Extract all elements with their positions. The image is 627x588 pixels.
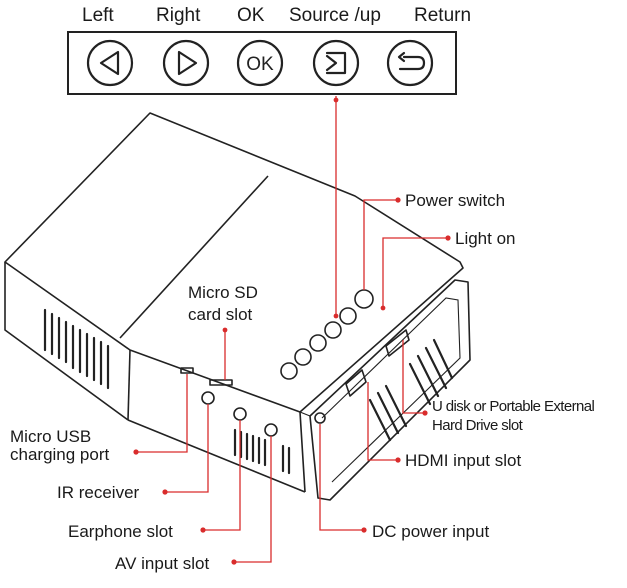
source-button[interactable]	[312, 39, 360, 87]
label-right: Right	[156, 5, 201, 26]
power-button	[354, 289, 374, 309]
label-source-up: Source /up	[289, 5, 381, 26]
front-vents	[233, 428, 291, 475]
top-surface	[4, 112, 464, 413]
lens-face	[309, 279, 471, 501]
label-micro-sd-2: card slot	[188, 305, 253, 324]
label-micro-sd-1: Micro SD	[188, 283, 258, 302]
ok-button[interactable]: OK	[236, 39, 284, 87]
lid-divider	[119, 175, 269, 339]
top-control-buttons	[280, 289, 374, 380]
usb-port	[385, 329, 410, 357]
callout-labels: Power switch Light on Micro SD card slot…	[10, 191, 595, 573]
right-triangle-icon	[177, 50, 198, 76]
corner-join	[299, 411, 311, 417]
lens-vents	[368, 338, 454, 442]
label-hdmi: HDMI input slot	[405, 451, 521, 470]
left-vents	[43, 308, 110, 390]
micro-sd-port	[209, 379, 233, 386]
right-button[interactable]	[162, 39, 210, 87]
return-button[interactable]	[386, 39, 434, 87]
label-return: Return	[414, 5, 471, 26]
left-side	[4, 262, 129, 421]
lens-face-inner	[321, 297, 461, 483]
label-u-disk-1: U disk or Portable External	[432, 398, 594, 415]
left-triangle-icon	[99, 50, 120, 76]
return-icon	[397, 51, 426, 71]
label-ir-receiver: IR receiver	[57, 483, 140, 502]
label-earphone: Earphone slot	[68, 522, 173, 541]
ok-icon: OK	[246, 54, 274, 75]
av-jack	[264, 423, 278, 437]
label-micro-usb-2: charging port	[10, 445, 110, 464]
ir-window	[201, 391, 215, 405]
label-dc-power: DC power input	[372, 522, 489, 541]
label-light-on: Light on	[455, 229, 516, 248]
label-power-switch: Power switch	[405, 191, 505, 210]
hdmi-port	[345, 369, 367, 397]
label-av-input: AV input slot	[115, 554, 209, 573]
label-u-disk-2: Hard Drive slot	[432, 417, 524, 434]
label-left: Left	[82, 5, 114, 26]
button-panel: Left Right OK Source /up Return OK	[67, 5, 471, 95]
left-button[interactable]	[86, 39, 134, 87]
label-micro-usb-1: Micro USB	[10, 427, 91, 446]
dc-port	[314, 412, 326, 424]
front-edge	[127, 349, 131, 421]
label-ok: OK	[237, 5, 265, 26]
projector-body	[4, 112, 471, 501]
earphone-jack	[233, 407, 247, 421]
front-bottom-edge	[127, 419, 306, 493]
source-icon	[325, 51, 347, 75]
leader-lines	[133, 96, 451, 565]
micro-usb-port	[180, 367, 194, 374]
front-right-edge	[299, 411, 306, 493]
